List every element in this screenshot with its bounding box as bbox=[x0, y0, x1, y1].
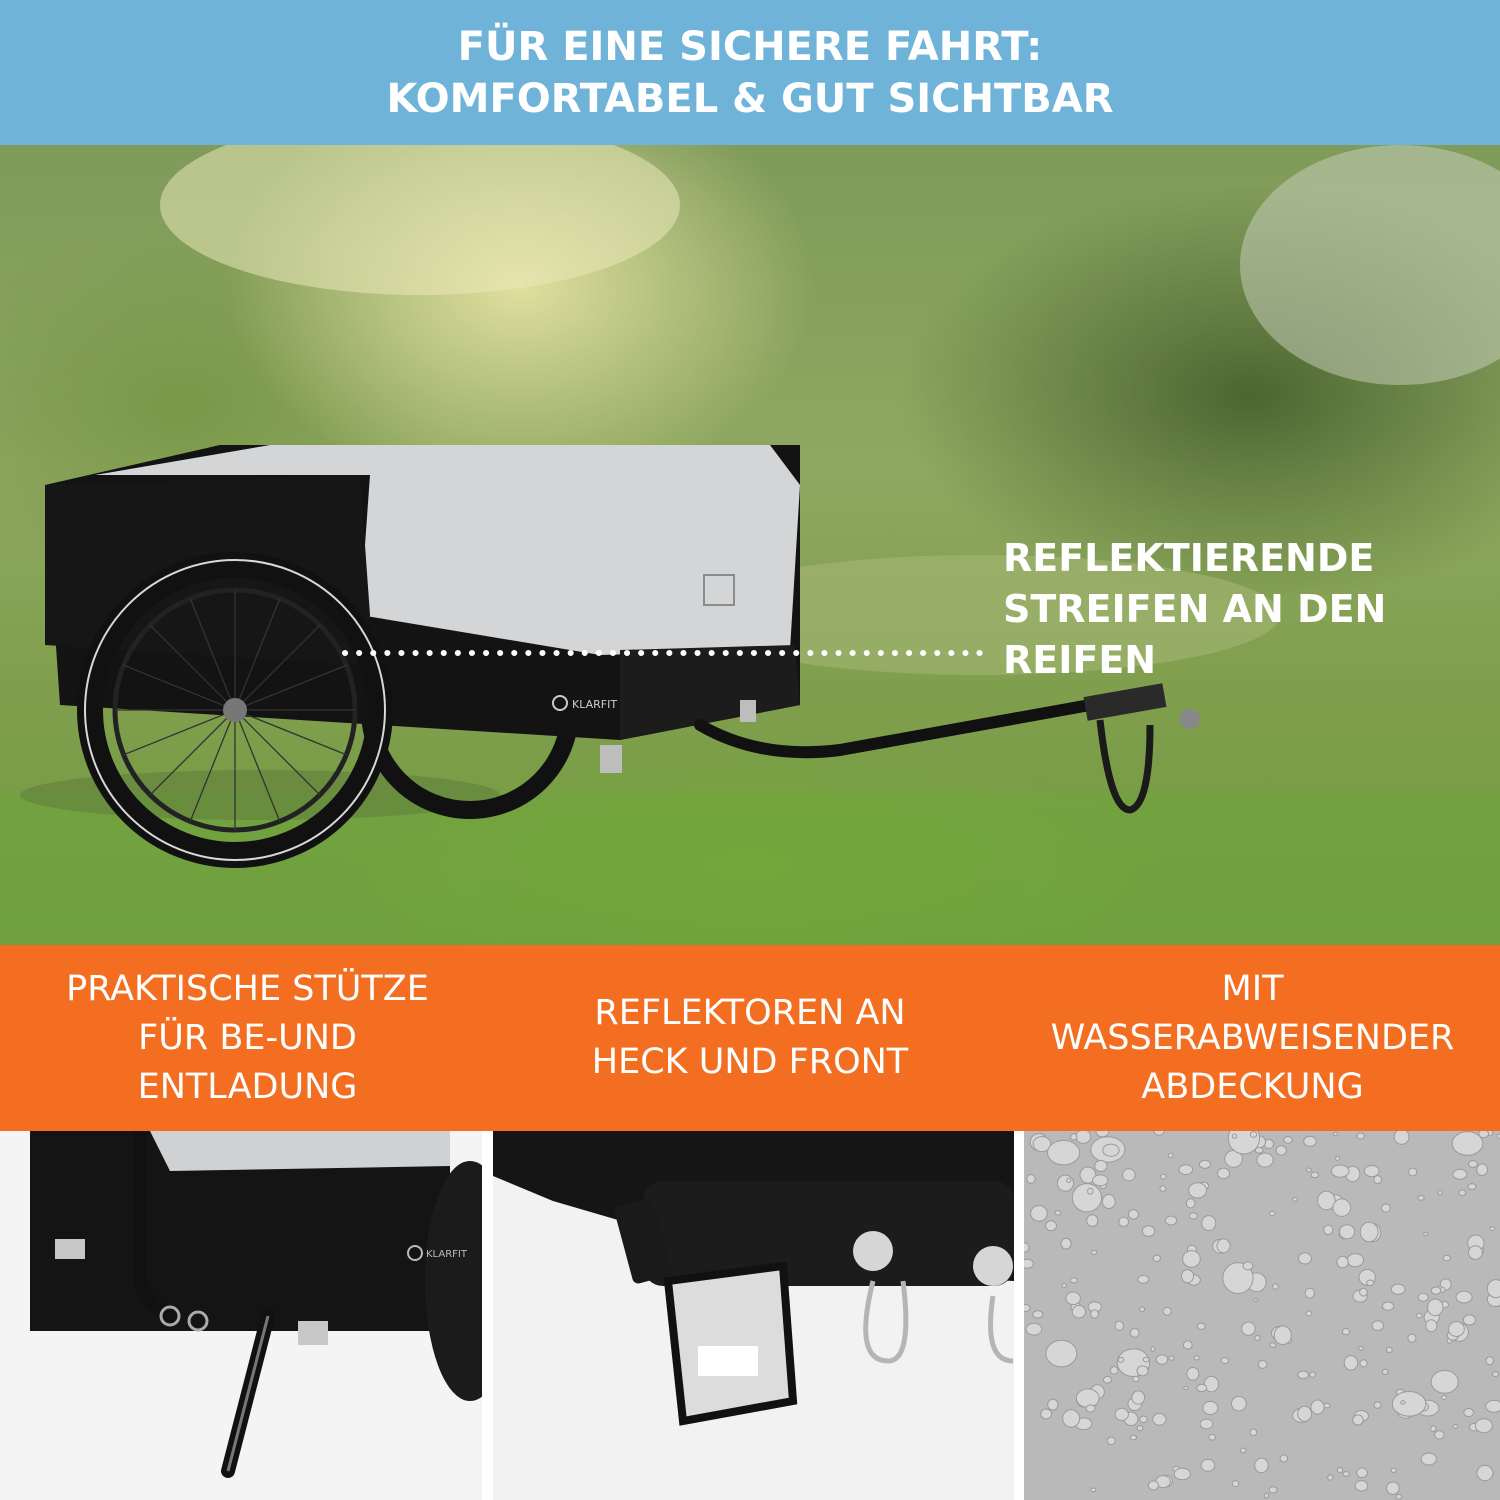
panel-support-stand: KLARFIT bbox=[0, 1131, 482, 1500]
hero-callout: REFLEKTIERENDE STREIFEN AN DEN REIFEN bbox=[1003, 533, 1386, 686]
header-line-1: FÜR EINE SICHERE FAHRT: bbox=[457, 23, 1043, 70]
panel-water-droplets bbox=[1024, 1131, 1500, 1500]
header-line-2: KOMFORTABEL & GUT SICHTBAR bbox=[386, 75, 1114, 122]
feature-reflectors-line-2: HECK UND FRONT bbox=[591, 1042, 909, 1082]
feature-support-line-3: ENTLADUNG bbox=[137, 1066, 358, 1107]
feature-reflectors: REFLEKTOREN AN HECK UND FRONT bbox=[495, 945, 1005, 1131]
hero-brand-label: KLARFIT bbox=[572, 698, 617, 711]
feature-support: PRAKTISCHE STÜTZE FÜR BE-UND ENTLADUNG bbox=[0, 945, 495, 1131]
feature-band: PRAKTISCHE STÜTZE FÜR BE-UND ENTLADUNG R… bbox=[0, 945, 1500, 1131]
feature-support-line-2: FÜR BE-UND bbox=[138, 1017, 357, 1058]
callout-line-3: REIFEN bbox=[1003, 638, 1157, 682]
callout-line-1: REFLEKTIERENDE bbox=[1003, 536, 1375, 580]
hero-image: KLARFIT REFLEKTIERENDE STREIFEN AN DEN bbox=[0, 145, 1500, 945]
feature-cover-line-2: WASSERABWEISENDER bbox=[1050, 1017, 1455, 1058]
feature-cover: MIT WASSERABWEISENDER ABDECKUNG bbox=[1005, 945, 1500, 1131]
callout-line-2: STREIFEN AN DEN bbox=[1003, 587, 1387, 631]
header-banner: FÜR EINE SICHERE FAHRT: KOMFORTABEL & GU… bbox=[0, 0, 1500, 145]
trailer-illustration: KLARFIT bbox=[0, 145, 1500, 945]
feature-support-line-1: PRAKTISCHE STÜTZE bbox=[66, 968, 429, 1009]
panel-brand-label: KLARFIT bbox=[426, 1249, 468, 1260]
feature-cover-line-3: ABDECKUNG bbox=[1141, 1066, 1364, 1107]
feature-cover-line-1: MIT bbox=[1221, 968, 1284, 1009]
panel-reflectors bbox=[493, 1131, 1014, 1500]
feature-reflectors-line-1: REFLEKTOREN AN bbox=[594, 993, 906, 1033]
